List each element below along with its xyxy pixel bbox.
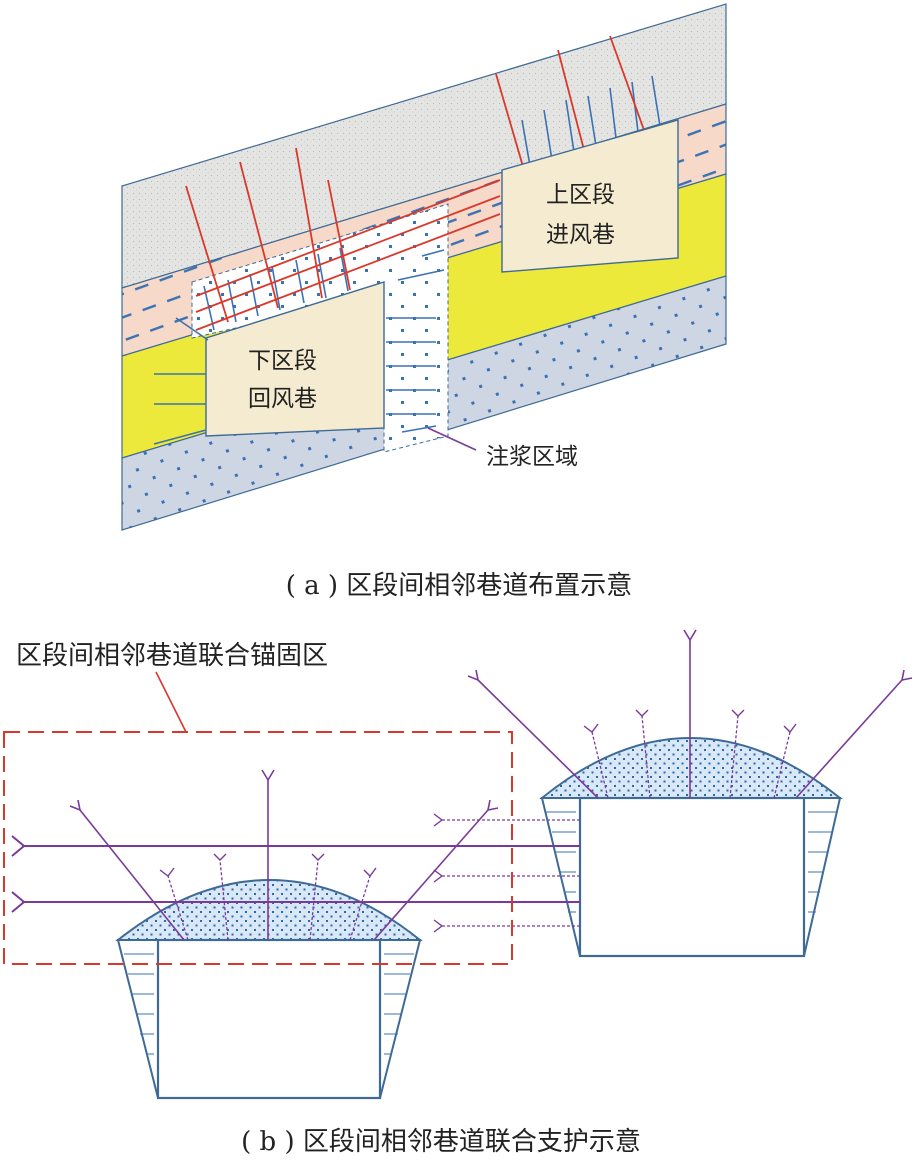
through-cables	[11, 835, 580, 913]
upper-roadway-label-2: 进风巷	[546, 222, 615, 248]
figure-b: 区段间相邻巷道联合锚固区	[3, 629, 913, 1157]
anchorage-zone-leader	[155, 671, 187, 733]
right-rib-bolt-plates	[433, 813, 444, 933]
grouting-zone-label: 注浆区域	[486, 444, 578, 470]
joint-anchorage-zone-label: 区段间相邻巷道联合锚固区	[16, 641, 328, 671]
right-roadway-cables	[467, 629, 913, 799]
right-roadway-roof-bolts	[591, 715, 791, 799]
lower-roadway-label-1: 下区段	[248, 348, 317, 374]
left-roadway-grout-arch	[115, 879, 423, 941]
left-roadway-cables	[69, 769, 499, 941]
lower-wall-bolts	[153, 317, 209, 445]
caption-b: ( b ) 区段间相邻巷道联合支护示意	[241, 1127, 641, 1157]
left-roadway-bolt-plates	[159, 853, 377, 878]
grout-bolts	[386, 249, 445, 433]
lower-roof-cables	[185, 147, 351, 323]
left-roadway-rib-hatch	[124, 953, 414, 1055]
right-roadway-bolt-plates	[583, 709, 797, 734]
right-roadway-side-fill-r	[803, 797, 842, 957]
right-roadway-side-fill	[540, 797, 581, 957]
right-roadway-rib-hatch	[546, 811, 836, 913]
caption-a: ( a ) 区段间相邻巷道布置示意	[286, 571, 633, 601]
grouting-leader	[427, 427, 477, 451]
upper-roof-cables	[495, 35, 645, 171]
upper-intake-airway	[501, 119, 679, 273]
cross-cables	[195, 179, 501, 331]
left-roadway-roof-bolts	[167, 859, 371, 941]
figure-a: 上区段 进风巷 下区段 回风巷 注浆区域 ( a ) 区段间相邻巷道布置示意	[121, 3, 727, 601]
joint-anchorage-zone	[3, 731, 513, 965]
right-rib-bolts	[442, 819, 580, 927]
right-roadway	[578, 796, 806, 958]
upper-roadway-label-1: 上区段	[546, 182, 615, 208]
left-roadway	[156, 938, 382, 1100]
lower-roadway-label-2: 回风巷	[248, 386, 317, 412]
right-roadway-grout-arch	[539, 737, 843, 799]
upper-roof-bolts	[521, 75, 661, 167]
